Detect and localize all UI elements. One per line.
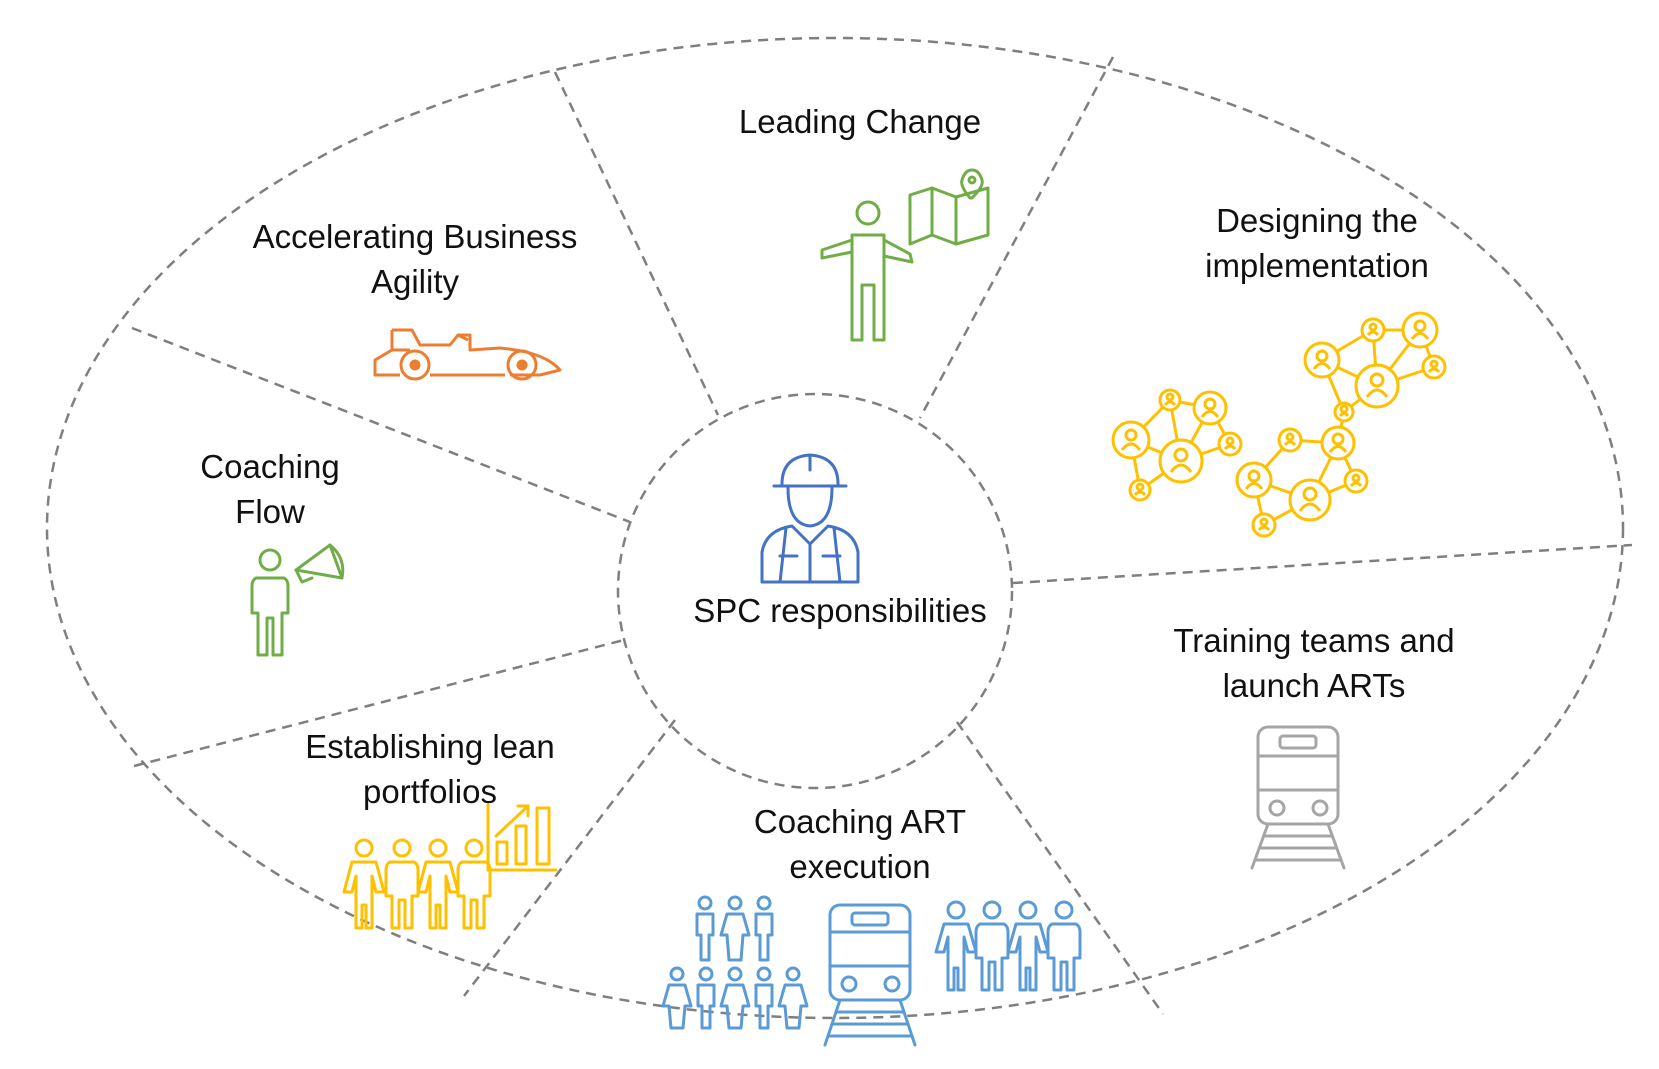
construction-worker-icon <box>760 453 860 584</box>
race-car-icon <box>373 328 562 381</box>
segment-label-line-2: Agility <box>371 263 460 300</box>
segment-label-line-1: Accelerating Business <box>253 218 578 255</box>
segment-label-line-2: launch ARTs <box>1223 667 1406 704</box>
segment-label-line-1: Coaching ART <box>754 803 966 840</box>
network-links <box>1129 328 1436 527</box>
segment-label-line-2: portfolios <box>363 773 497 810</box>
center-label: SPC responsibilities <box>693 592 986 629</box>
train-icon <box>1250 725 1346 870</box>
right-people-group-icon <box>934 900 1082 992</box>
teams-and-train-icon <box>661 895 1082 1047</box>
segment-label-line-2: implementation <box>1205 247 1429 284</box>
segment-label-line-1: Leading Change <box>739 103 981 140</box>
segment-art-execution: Coaching ART execution <box>754 803 966 885</box>
train-icon <box>823 903 917 1047</box>
center-circle <box>616 392 1014 790</box>
segment-portfolios: Establishing lean portfolios <box>305 728 555 810</box>
segment-designing: Designing the implementation <box>1205 202 1429 284</box>
left-people-group-icon <box>661 895 809 1030</box>
people-network-icon <box>1111 311 1447 538</box>
segment-accelerating: Accelerating Business Agility <box>253 218 578 300</box>
team-with-growth-chart-icon <box>342 803 558 930</box>
segment-leading: Leading Change <box>739 103 981 140</box>
segment-dividers <box>131 56 1633 1015</box>
segment-label-line-1: Coaching <box>200 448 339 485</box>
segment-label-line-2: Flow <box>235 493 305 530</box>
network-people <box>1111 311 1447 538</box>
segment-label-line-1: Designing the <box>1216 202 1418 239</box>
segment-coaching-flow: Coaching Flow <box>200 448 339 530</box>
segment-training: Training teams and launch ARTs <box>1173 622 1454 704</box>
growth-chart-icon <box>486 803 558 872</box>
segment-label-line-2: execution <box>789 848 930 885</box>
person-megaphone-icon <box>250 543 345 657</box>
outer-ring <box>45 36 1625 1020</box>
segment-label-line-1: Establishing lean <box>305 728 555 765</box>
person-with-map-icon <box>820 168 990 342</box>
segment-label-line-1: Training teams and <box>1173 622 1454 659</box>
people-group-icon <box>342 838 492 930</box>
